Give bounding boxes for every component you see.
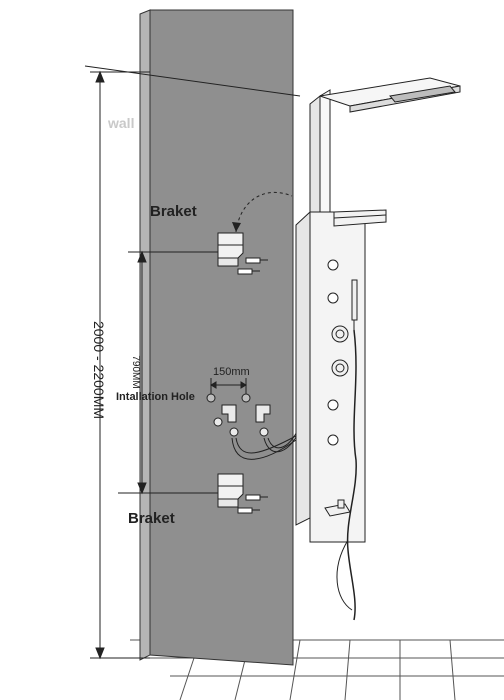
spacing-label: 150mm — [213, 366, 250, 378]
bracket-spacing-label: 790MM — [130, 355, 141, 388]
pipe-fittings — [213, 404, 271, 437]
height-dimension — [84, 65, 301, 660]
bracket-bottom-label: Braket — [128, 510, 175, 527]
hand-shower-hose — [346, 329, 357, 621]
installation-holes — [206, 393, 251, 403]
hand-shower-hose-loop — [336, 539, 353, 611]
screws-top — [237, 257, 268, 275]
height-range-label: 2000 - 2200MM — [91, 321, 107, 419]
control-knobs — [331, 325, 349, 377]
bracket-top-label: Braket — [150, 203, 197, 220]
rain-shower-head — [319, 77, 461, 113]
bracket-bottom — [217, 473, 244, 508]
bracket-top-arrowhead — [232, 222, 241, 232]
shelf — [333, 209, 387, 227]
bracket-top — [217, 232, 244, 267]
body-jets — [327, 259, 339, 446]
install-hole-label: Intallation Hole — [116, 391, 195, 403]
hand-shower — [351, 279, 358, 330]
bracket-spacing-dimension — [118, 250, 228, 495]
spacing-dimension — [210, 378, 247, 395]
wall-label: wall — [107, 115, 134, 131]
wall — [139, 9, 294, 666]
screws-bottom — [237, 494, 268, 514]
